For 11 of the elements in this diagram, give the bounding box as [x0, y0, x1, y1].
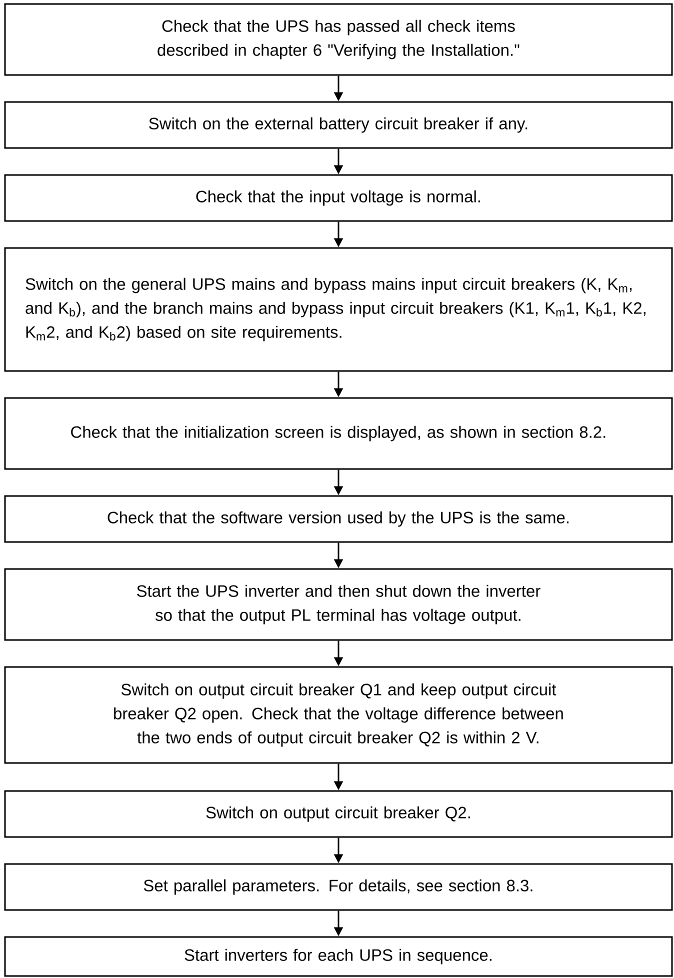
process-box: Switch on the general UPS mains and bypass mains input circuit breakers (K, K$_{m}$, and K$_{b}$), and the branch mains and bypass input circuit breakers (K1, K$_{m}$1, K$_{b}$1, K2, K$_{m}$2, and K$_{b}$2) based on site requirements.: [4, 247, 673, 372]
process-box: Start the UPS inverter and then shut down the inverter so that the output PL terminal has voltage output.: [4, 568, 673, 641]
process-box: Check that the input voltage is normal.: [4, 174, 673, 222]
process-box: Start inverters for each UPS in sequence.: [4, 936, 673, 977]
process-box: Set parallel parameters. For details, see section 8.3.: [4, 863, 673, 911]
process-box: Switch on the external battery circuit breaker if any.: [4, 101, 673, 149]
process-box: Check that the UPS has passed all check items described in chapter 6 "Verifying the Installation.": [4, 3, 673, 76]
process-box: Switch on output circuit breaker Q2.: [4, 790, 673, 838]
process-box: Check that the software version used by the UPS is the same.: [4, 495, 673, 543]
process-box: Switch on output circuit breaker Q1 and keep output circuit breaker Q2 open. Check that the voltage difference between the two ends of output circuit breaker Q2 is within 2 V.: [4, 666, 673, 764]
process-box: Check that the initialization screen is displayed, as shown in section 8.2.: [4, 397, 673, 470]
